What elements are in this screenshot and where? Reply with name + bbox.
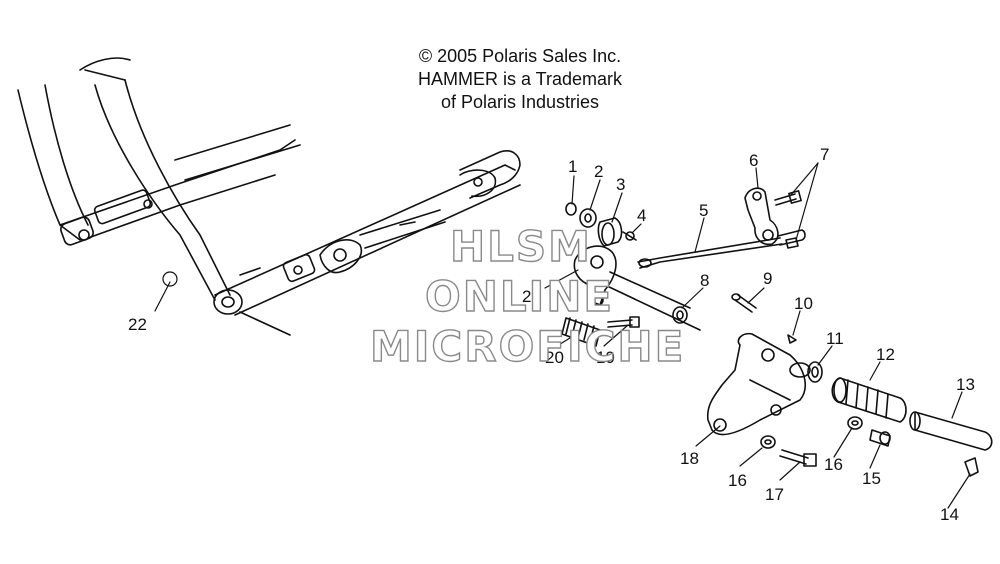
watermark-line-2: ONLINE	[424, 271, 615, 321]
leader-lines	[154, 162, 971, 509]
callout-19: 19	[596, 348, 615, 367]
callout-13: 13	[956, 375, 975, 394]
copyright-line-2: HAMMER is a Trademark	[417, 69, 623, 89]
callout-20: 20	[545, 348, 564, 367]
callout-10: 10	[794, 294, 813, 313]
washers-pins	[672, 293, 797, 344]
callout-18: 18	[680, 449, 699, 468]
watermark-line-1: HLSM	[449, 221, 592, 271]
callout-4: 4	[637, 206, 646, 225]
callout-6: 6	[749, 151, 758, 170]
callout-numbers: 1 2 3 4 5 6 7 8 9 10 11 12 13 14 15 16 1…	[128, 145, 975, 524]
callout-17: 17	[765, 485, 784, 504]
callout-8: 8	[700, 271, 709, 290]
foot-peg	[807, 361, 907, 423]
pivot-parts	[565, 202, 637, 247]
callout-2: 2	[594, 162, 603, 181]
callout-16a: 16	[728, 471, 747, 490]
callout-14: 14	[940, 505, 959, 524]
mount-bracket	[706, 332, 811, 436]
shift-lever	[744, 187, 802, 249]
callout-9: 9	[763, 269, 772, 288]
callout-1: 1	[568, 157, 577, 176]
callout-21: 21	[522, 287, 541, 306]
peg-pin	[909, 411, 993, 477]
callout-11: 11	[826, 329, 844, 348]
copyright-line-1: © 2005 Polaris Sales Inc.	[418, 46, 622, 66]
spring-bolt	[561, 316, 640, 347]
shift-arm	[573, 229, 806, 331]
copyright-line-3: of Polaris Industries	[440, 92, 600, 112]
watermark-line-3: MICROFICHE	[369, 321, 686, 371]
fasteners	[760, 416, 891, 467]
frame-assembly	[17, 57, 301, 301]
callout-22: 22	[128, 315, 147, 334]
callout-15: 15	[862, 469, 881, 488]
callout-5: 5	[699, 201, 708, 220]
callout-16b: 16	[824, 455, 843, 474]
callout-7: 7	[820, 145, 829, 164]
callout-12: 12	[876, 345, 895, 364]
callout-3: 3	[616, 175, 625, 194]
rail-assembly	[213, 150, 521, 336]
